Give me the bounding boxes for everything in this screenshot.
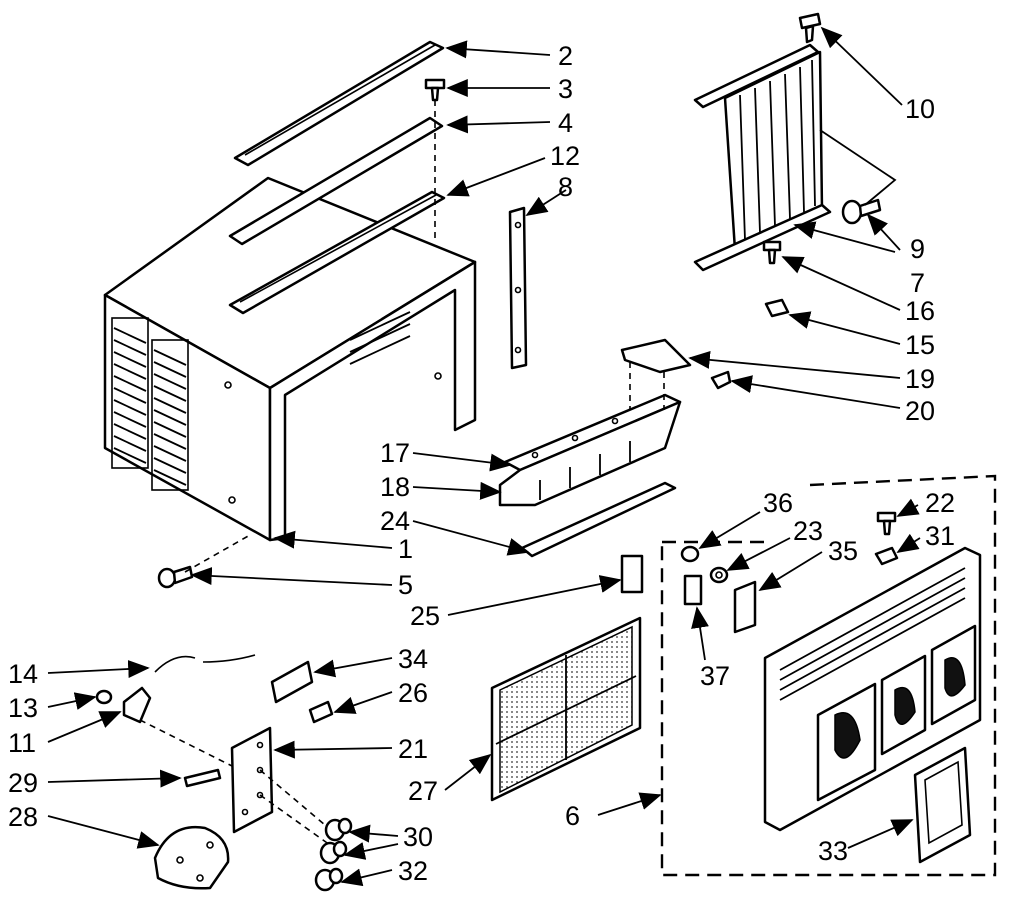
filter-27 <box>490 616 642 802</box>
callout-29: 29 <box>8 768 38 798</box>
screw-3 <box>424 78 446 102</box>
callout-9: 9 <box>910 234 925 264</box>
callout-19: 19 <box>905 364 935 394</box>
callout-37: 37 <box>700 661 730 691</box>
callout-labels: 2 3 4 12 8 10 9 7 16 15 19 20 17 18 24 1… <box>8 41 955 886</box>
top-rail-2 <box>233 40 445 167</box>
cabinet <box>103 176 477 542</box>
callout-35: 35 <box>828 536 858 566</box>
switch-11 <box>122 686 152 724</box>
callout-10: 10 <box>905 94 935 124</box>
top-rail-4 <box>228 116 444 246</box>
callout-1: 1 <box>398 534 413 564</box>
clip-20 <box>710 370 732 390</box>
switch-37 <box>683 574 703 606</box>
bracket-28 <box>153 825 230 890</box>
callout-30: 30 <box>403 822 433 852</box>
callout-27: 27 <box>408 776 438 806</box>
callout-4: 4 <box>558 108 573 138</box>
part-25 <box>620 554 644 594</box>
callout-33: 33 <box>818 836 848 866</box>
washer-23 <box>709 566 729 584</box>
part-35 <box>733 580 757 634</box>
plate-21 <box>230 726 274 834</box>
clip-26 <box>308 700 334 724</box>
cover-34 <box>270 660 314 704</box>
callout-23: 23 <box>793 516 823 546</box>
front-panel <box>763 546 982 832</box>
callout-34: 34 <box>398 644 428 674</box>
callout-26: 26 <box>398 678 428 708</box>
callout-24: 24 <box>380 506 410 536</box>
knob-30b <box>319 840 348 865</box>
pin-29 <box>183 768 222 788</box>
callout-31: 31 <box>925 521 955 551</box>
bracket-19 <box>620 338 692 374</box>
screw-22 <box>876 511 897 536</box>
drain-pan-18 <box>498 400 682 507</box>
callout-28: 28 <box>8 802 38 832</box>
washer-13 <box>95 689 113 705</box>
top-rail-12 <box>228 190 446 315</box>
callout-32: 32 <box>398 856 428 886</box>
callout-2: 2 <box>558 41 573 71</box>
callout-21: 21 <box>398 734 428 764</box>
callout-12: 12 <box>550 141 580 171</box>
callout-11: 11 <box>8 728 36 758</box>
callout-13: 13 <box>8 693 38 723</box>
callout-3: 3 <box>558 74 573 104</box>
callout-6: 6 <box>565 801 580 831</box>
callout-16: 16 <box>905 296 935 326</box>
callout-5: 5 <box>398 570 413 600</box>
cabinet-side-louvers <box>111 317 189 491</box>
callout-8: 8 <box>558 172 573 202</box>
callout-20: 20 <box>905 396 935 426</box>
callout-17: 17 <box>380 438 410 468</box>
callout-14: 14 <box>8 659 38 689</box>
knob-32 <box>314 867 344 892</box>
side-angle-8 <box>508 206 528 370</box>
callout-25: 25 <box>410 601 440 631</box>
callout-36: 36 <box>763 488 793 518</box>
tube-14 <box>154 654 256 673</box>
washer-36 <box>680 545 700 563</box>
clip-15 <box>764 298 790 318</box>
side-curtain-7 <box>693 43 832 272</box>
callout-22: 22 <box>925 488 955 518</box>
part-33 <box>913 746 972 864</box>
callout-7: 7 <box>910 268 925 298</box>
clip-31 <box>874 546 899 566</box>
leader-lines <box>47 26 921 887</box>
screw-9 <box>841 198 882 225</box>
callout-15: 15 <box>905 330 935 360</box>
callout-18: 18 <box>380 472 410 502</box>
screw-16 <box>762 240 782 265</box>
screw-10 <box>798 12 822 44</box>
knob-30a <box>324 817 353 842</box>
